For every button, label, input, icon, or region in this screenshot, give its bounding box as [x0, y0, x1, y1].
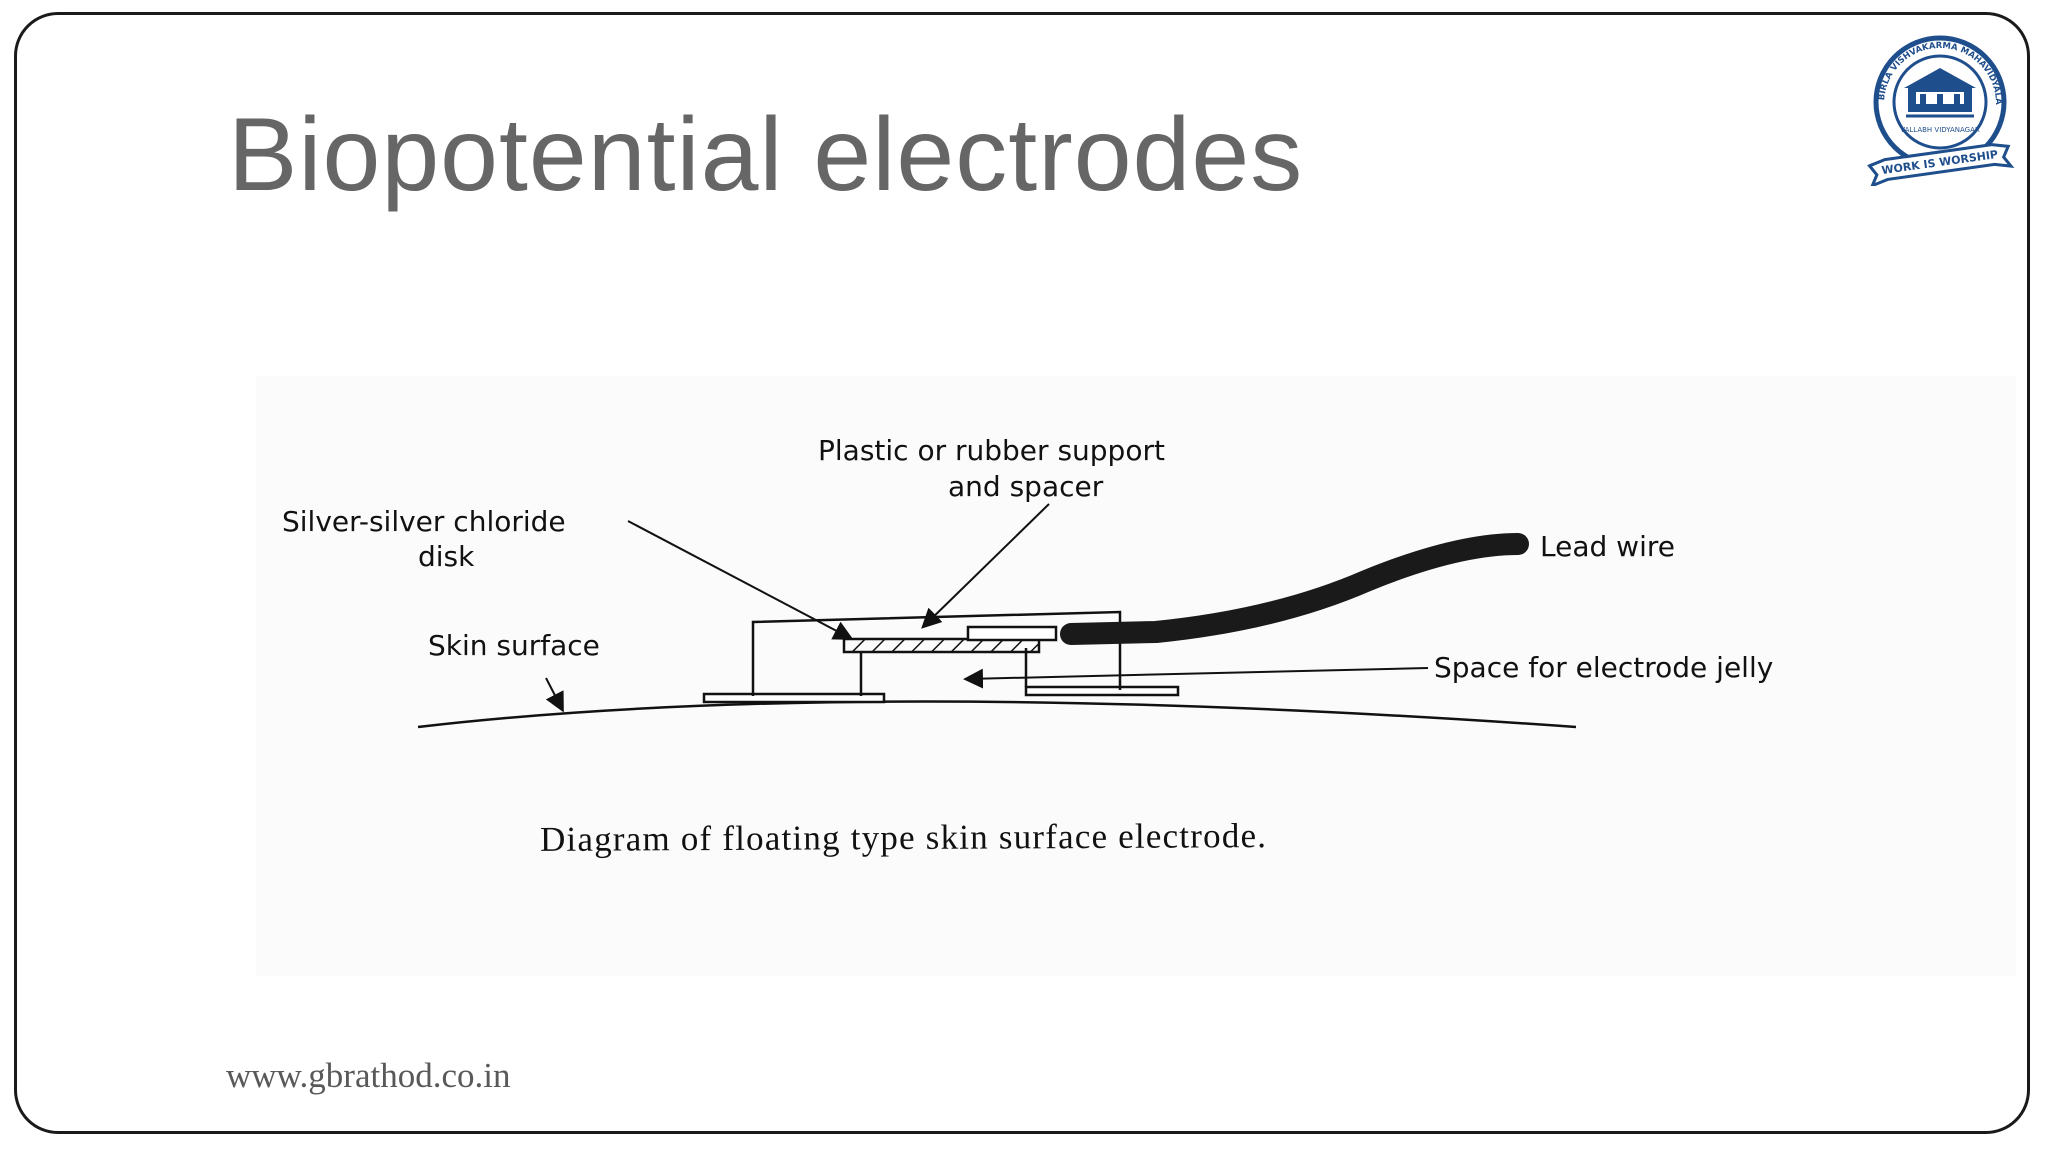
- diagram-caption: Diagram of floating type skin surface el…: [539, 816, 1268, 859]
- leader-skin: [545, 677, 564, 713]
- label-jelly-space: Space for electrode jelly: [1434, 651, 1773, 684]
- college-logo: BIRLA VISHVAKARMA MAHAVIDYALAYA VALLABH …: [1856, 26, 2015, 186]
- label-skin-surface: Skin surface: [428, 629, 600, 662]
- silver-chloride-disk: [842, 637, 1041, 654]
- label-support-line1: Plastic or rubber support: [818, 434, 1165, 467]
- label-disk-line1: Silver-silver chloride: [282, 505, 566, 538]
- base-flange-right: [1024, 685, 1180, 697]
- label-lead-wire: Lead wire: [1540, 530, 1675, 563]
- lead-wire: [1060, 533, 1529, 645]
- base-flange-left: [702, 692, 886, 704]
- skin-surface-curve: [417, 700, 1577, 729]
- leader-jelly: [963, 667, 1429, 689]
- logo-inner-text: VALLABH VIDYANAGAR: [1900, 126, 1980, 134]
- leader-support: [921, 503, 1050, 629]
- label-disk-line2: disk: [418, 540, 475, 573]
- slide-title: Biopotential electrodes: [228, 97, 1304, 213]
- plastic-support-housing: [751, 610, 1122, 696]
- logo-building-icon: [1904, 68, 1976, 118]
- footer-url: www.gbrathod.co.in: [226, 1056, 511, 1095]
- label-support-line2: and spacer: [948, 470, 1104, 503]
- leader-disk: [627, 520, 854, 640]
- diagram-panel: Plastic or rubber support and spacer Sil…: [256, 376, 2016, 976]
- disk-contact: [966, 625, 1058, 642]
- electrode-diagram: Plastic or rubber support and spacer Sil…: [282, 434, 1773, 729]
